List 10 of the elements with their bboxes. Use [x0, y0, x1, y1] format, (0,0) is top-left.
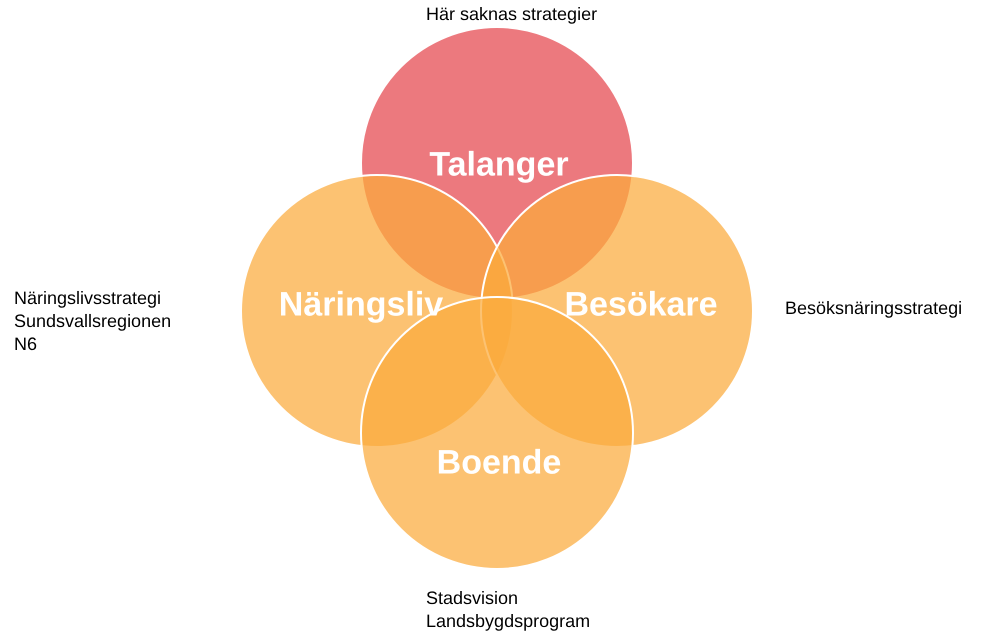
- annotation-text: Näringslivsstrategi Sundsvallsregionen: [14, 287, 172, 333]
- annotation-text: Besöksnäringsstrategi: [785, 297, 964, 320]
- annotation-text: Landsbygdsprogram: [426, 610, 592, 633]
- circle-label: Talanger: [429, 146, 569, 184]
- circle-label: Boende: [436, 444, 562, 482]
- circle-label: Besökare: [564, 286, 718, 324]
- annotation-text: Stadsvision: [426, 587, 520, 610]
- circle-label: Näringsliv: [278, 286, 444, 324]
- annotation-text: Här saknas strategier: [426, 3, 598, 26]
- annotation-text: N6: [14, 333, 38, 356]
